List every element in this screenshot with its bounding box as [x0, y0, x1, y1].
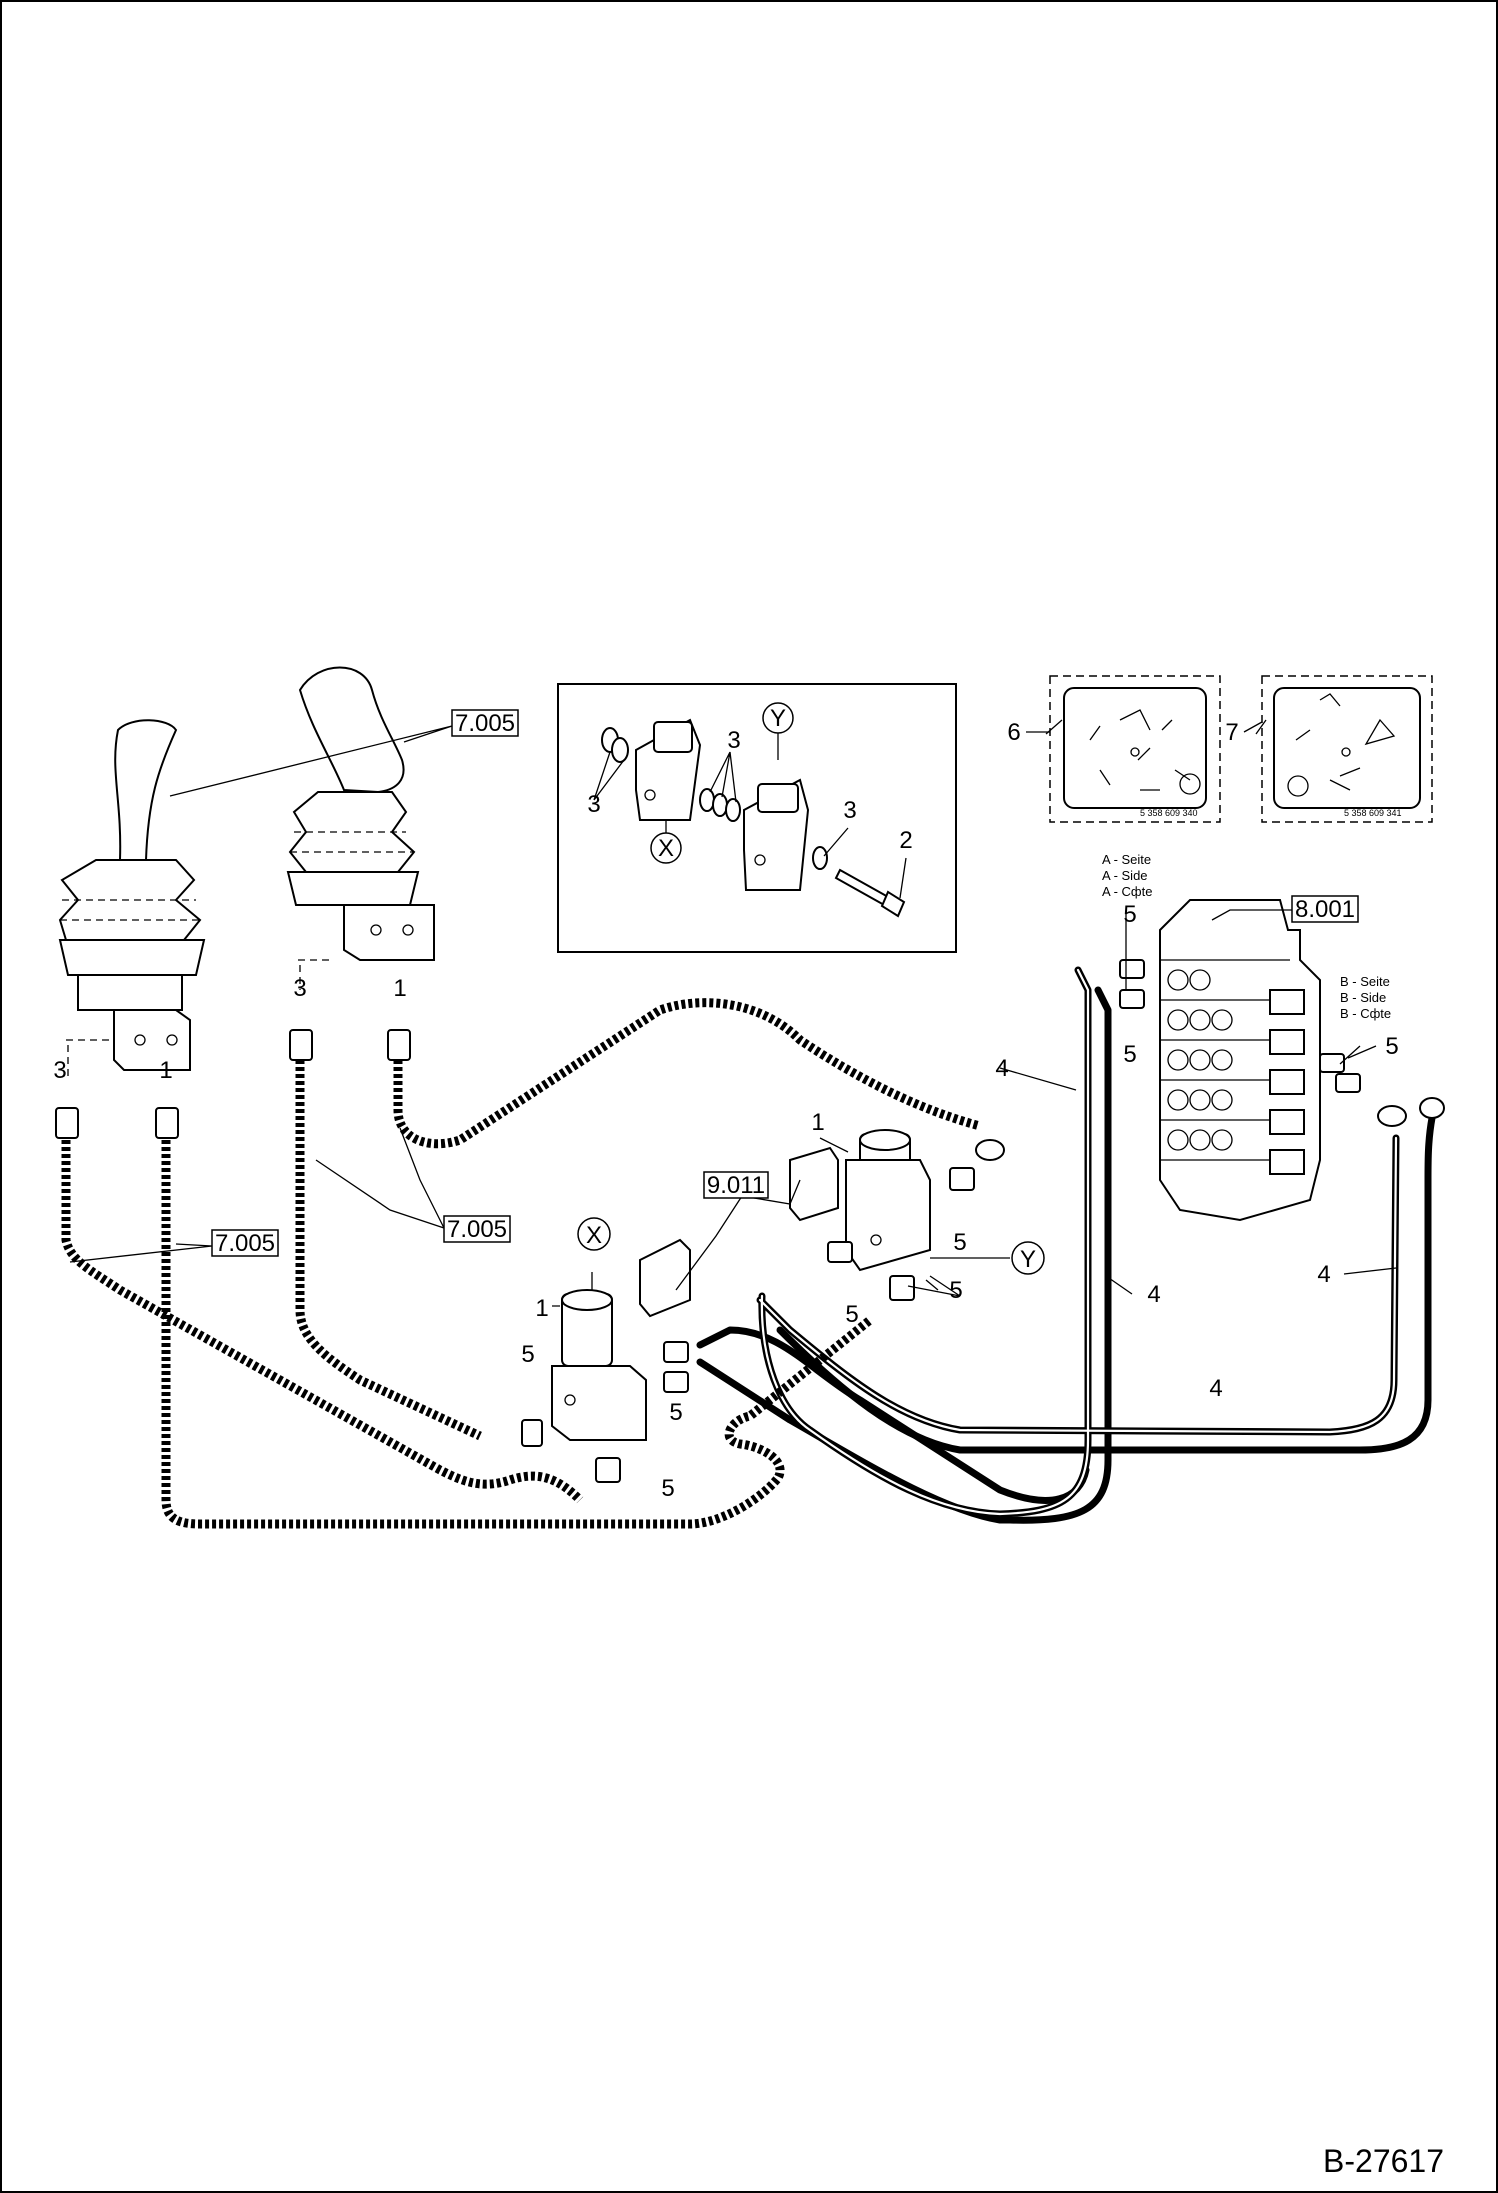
inset-label-3b: 3 [727, 727, 740, 754]
solenoid-valve-9011 [639, 1146, 839, 1318]
label-4-d: 4 [1209, 1375, 1222, 1402]
ref-9011-box [703, 1171, 769, 1199]
ref-9011: 9.011 [707, 1172, 765, 1199]
ref-7005-top-box [451, 709, 519, 737]
label-6: 6 [1007, 719, 1020, 746]
ref-7005-left-box [211, 1229, 279, 1257]
label-4-a: 4 [995, 1055, 1008, 1082]
label-5-block-top: 5 [1123, 901, 1136, 928]
pilot-valve-x [551, 1289, 647, 1441]
ref-7005-left: 7.005 [215, 1230, 275, 1257]
inset-label-y: Y [770, 705, 786, 732]
ref-7005-mid: 7.005 [447, 1216, 507, 1243]
label-1-valve-x: 1 [535, 1295, 548, 1322]
pilot-hoses [61, 998, 982, 1529]
label-1-left: 1 [159, 1057, 172, 1084]
decal-7 [1261, 675, 1433, 823]
label-4-b: 4 [1147, 1281, 1160, 1308]
label-5-c: 5 [661, 1475, 674, 1502]
inset-bolt [834, 868, 906, 918]
side-b-line-3: B - Сфte [1340, 1006, 1391, 1021]
ref-7005-mid-box [443, 1215, 511, 1243]
inset-box [557, 683, 957, 953]
callout-x: X [586, 1222, 602, 1249]
ref-8001-box [1291, 895, 1359, 923]
label-3-right: 3 [293, 975, 306, 1002]
document-id: B-27617 [1323, 2143, 1444, 2179]
left-joystick [58, 719, 206, 1080]
label-4-c: 4 [1317, 1261, 1330, 1288]
label-5-e: 5 [845, 1301, 858, 1328]
label-5-f: 5 [949, 1277, 962, 1304]
callout-y: Y [1020, 1246, 1036, 1273]
ref-7005-top: 7.005 [455, 710, 515, 737]
inset-valve-right [743, 778, 810, 891]
side-a-line-1: A - Seite [1102, 852, 1151, 867]
side-b-line-1: B - Seite [1340, 974, 1390, 989]
pressure-hoses [696, 966, 1436, 1524]
label-5-block-bottom: 5 [1123, 1041, 1136, 1068]
side-b-line-2: B - Side [1340, 990, 1386, 1005]
decal-6-number: 5 358 609 340 [1140, 808, 1198, 818]
leader-lines [69, 719, 1397, 1307]
label-3-left: 3 [53, 1057, 66, 1084]
inset-label-3c: 3 [843, 797, 856, 824]
fittings [55, 959, 1445, 1483]
label-5-block-right: 5 [1385, 1033, 1398, 1060]
label-5-a: 5 [521, 1341, 534, 1368]
decal-6 [1049, 675, 1221, 823]
label-5-d: 5 [953, 1229, 966, 1256]
control-valve-block [1159, 899, 1321, 1222]
label-1-right: 1 [393, 975, 406, 1002]
inset-label-2: 2 [899, 827, 912, 854]
inset-valve-left [635, 718, 702, 821]
label-1-valve-y: 1 [811, 1109, 824, 1136]
label-7: 7 [1225, 719, 1238, 746]
inset-label-3a: 3 [587, 791, 600, 818]
ref-8001: 8.001 [1295, 896, 1355, 923]
inset-label-x: X [658, 835, 674, 862]
right-joystick [286, 666, 435, 990]
side-a-line-2: A - Side [1102, 868, 1148, 883]
callout-y-circle [1011, 1241, 1045, 1275]
label-5-b: 5 [669, 1399, 682, 1426]
callout-x-circle [577, 1217, 611, 1251]
decal-7-number: 5 358 609 341 [1344, 808, 1402, 818]
side-a-line-3: A - Сфte [1102, 884, 1152, 899]
pilot-valve-y [845, 1129, 931, 1272]
